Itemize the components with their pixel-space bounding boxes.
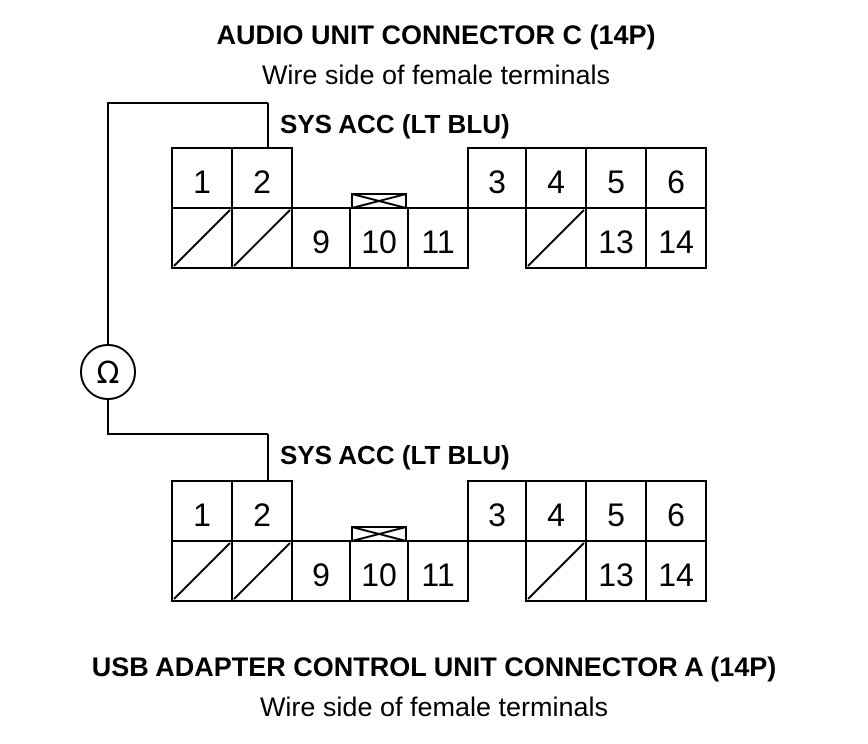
empty-cavity-mark <box>233 209 291 267</box>
empty-cavity-mark <box>527 542 585 600</box>
ohmmeter-icon: Ω <box>80 344 136 400</box>
pin-label: 13 <box>598 224 634 260</box>
pin-label: 11 <box>421 557 454 593</box>
bottom-wire-label: SYS ACC (LT BLU) <box>280 440 510 470</box>
pin-label: 4 <box>547 164 565 200</box>
bottom-connector: 1 2 3 4 5 6 9 10 11 13 14 <box>171 480 707 602</box>
top-wire-label: SYS ACC (LT BLU) <box>280 109 510 139</box>
bottom-connector-subtitle: Wire side of female terminals <box>260 692 608 722</box>
pin-label: 2 <box>253 497 271 533</box>
lock-tab-icon <box>351 193 407 209</box>
pin-label: 6 <box>667 164 685 200</box>
pin-label: 3 <box>488 497 506 533</box>
pin-label: 1 <box>193 497 211 533</box>
pin-label: 14 <box>658 557 694 593</box>
pin-label: 9 <box>312 557 330 593</box>
pin-label: 11 <box>421 224 454 260</box>
top-connector: 1 2 3 4 5 6 9 10 11 13 14 <box>171 147 707 269</box>
pin-label: 10 <box>361 557 397 593</box>
pin-label: 4 <box>547 497 565 533</box>
ohm-symbol: Ω <box>97 356 120 391</box>
empty-cavity-mark <box>173 209 231 267</box>
pin-label: 14 <box>658 224 694 260</box>
pin-label: 9 <box>312 224 330 260</box>
pin-label: 6 <box>667 497 685 533</box>
top-connector-title: AUDIO UNIT CONNECTOR C (14P) <box>216 20 655 50</box>
lock-tab-icon <box>351 526 407 542</box>
empty-cavity-mark <box>233 542 291 600</box>
bottom-connector-title: USB ADAPTER CONTROL UNIT CONNECTOR A (14… <box>92 652 777 682</box>
pin-label: 1 <box>193 164 211 200</box>
pin-label: 2 <box>253 164 271 200</box>
test-lead-wire <box>107 102 268 435</box>
pin-label: 5 <box>607 497 625 533</box>
pin-label: 10 <box>361 224 397 260</box>
pin-label: 13 <box>598 557 634 593</box>
pin-label: 5 <box>607 164 625 200</box>
empty-cavity-mark <box>527 209 585 267</box>
top-connector-subtitle: Wire side of female terminals <box>262 60 610 90</box>
pin-label: 3 <box>488 164 506 200</box>
empty-cavity-mark <box>173 542 231 600</box>
